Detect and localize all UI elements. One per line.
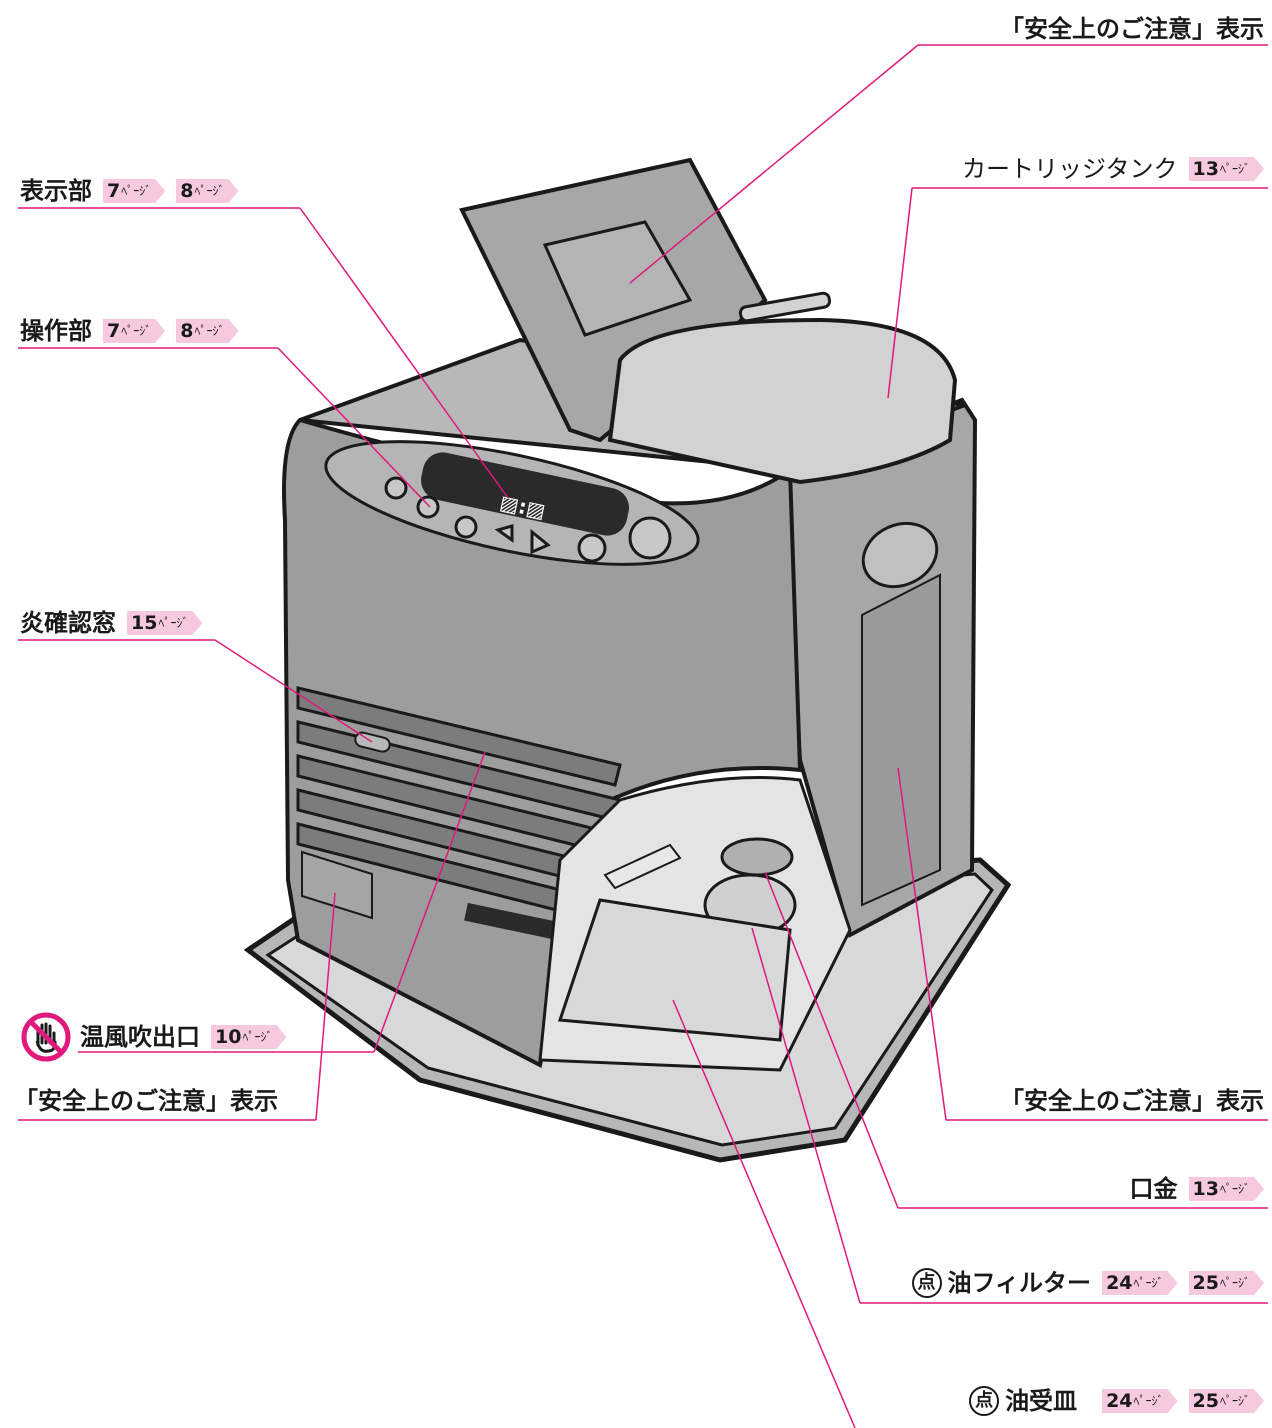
page-number: 13 bbox=[1192, 1178, 1219, 1200]
no-touch-hand-icon bbox=[21, 1012, 71, 1062]
label-text: 口金 bbox=[1129, 1175, 1178, 1203]
page-number: 8 bbox=[180, 180, 194, 202]
page-number: 10 bbox=[215, 1026, 242, 1048]
check-circle-icon: 点 bbox=[911, 1268, 942, 1298]
page-unit: ﾍﾟｰｼﾞ bbox=[242, 1030, 273, 1044]
label-text: 「安全上のご注意」表示 bbox=[1000, 1087, 1264, 1115]
page-unit: ﾍﾟｰｼﾞ bbox=[1133, 1276, 1164, 1290]
page-unit: ﾍﾟｰｼﾞ bbox=[1133, 1394, 1164, 1408]
page-unit: ﾍﾟｰｼﾞ bbox=[1219, 1394, 1250, 1408]
page-number: 25 bbox=[1192, 1272, 1219, 1294]
page-number: 25 bbox=[1192, 1390, 1219, 1412]
page-number: 7 bbox=[107, 320, 121, 342]
label-text: 炎確認窓 bbox=[20, 609, 116, 637]
page-unit: ﾍﾟｰｼﾞ bbox=[121, 324, 152, 338]
page-unit: ﾍﾟｰｼﾞ bbox=[121, 184, 152, 198]
label-safety-display-left: 「安全上のご注意」表示 bbox=[14, 1086, 278, 1116]
label-text: 操作部 bbox=[20, 317, 92, 345]
label-text: 表示部 bbox=[20, 177, 92, 205]
display-window bbox=[421, 452, 629, 536]
label-text: 「安全上のご注意」表示 bbox=[14, 1087, 278, 1115]
page-unit: ﾍﾟｰｼﾞ bbox=[1219, 1182, 1250, 1196]
page-unit: ﾍﾟｰｼﾞ bbox=[194, 184, 225, 198]
label-safety-display-right: 「安全上のご注意」表示 bbox=[1000, 1086, 1264, 1116]
label-text: 「安全上のご注意」表示 bbox=[1000, 15, 1264, 43]
page-unit: ﾍﾟｰｼﾞ bbox=[194, 324, 225, 338]
page-number: 24 bbox=[1106, 1390, 1133, 1412]
label-text: 温風吹出口 bbox=[80, 1023, 200, 1051]
page-unit: ﾍﾟｰｼﾞ bbox=[1219, 1276, 1250, 1290]
page-number: 8 bbox=[180, 320, 194, 342]
page-number: 13 bbox=[1192, 158, 1219, 180]
check-circle-icon: 点 bbox=[969, 1386, 1000, 1416]
page-number: 7 bbox=[107, 180, 121, 202]
label-text: カートリッジタンク bbox=[962, 155, 1178, 183]
label-text: 油受皿 bbox=[1005, 1387, 1078, 1415]
page-number: 24 bbox=[1106, 1272, 1133, 1294]
cartridge-tank bbox=[607, 317, 958, 485]
label-safety-display-top: 「安全上のご注意」表示 bbox=[1000, 14, 1264, 44]
page-unit: ﾍﾟｰｼﾞ bbox=[158, 616, 189, 630]
page-unit: ﾍﾟｰｼﾞ bbox=[1219, 162, 1250, 176]
page-number: 15 bbox=[131, 612, 158, 634]
label-text: 油フィルター bbox=[947, 1269, 1092, 1297]
